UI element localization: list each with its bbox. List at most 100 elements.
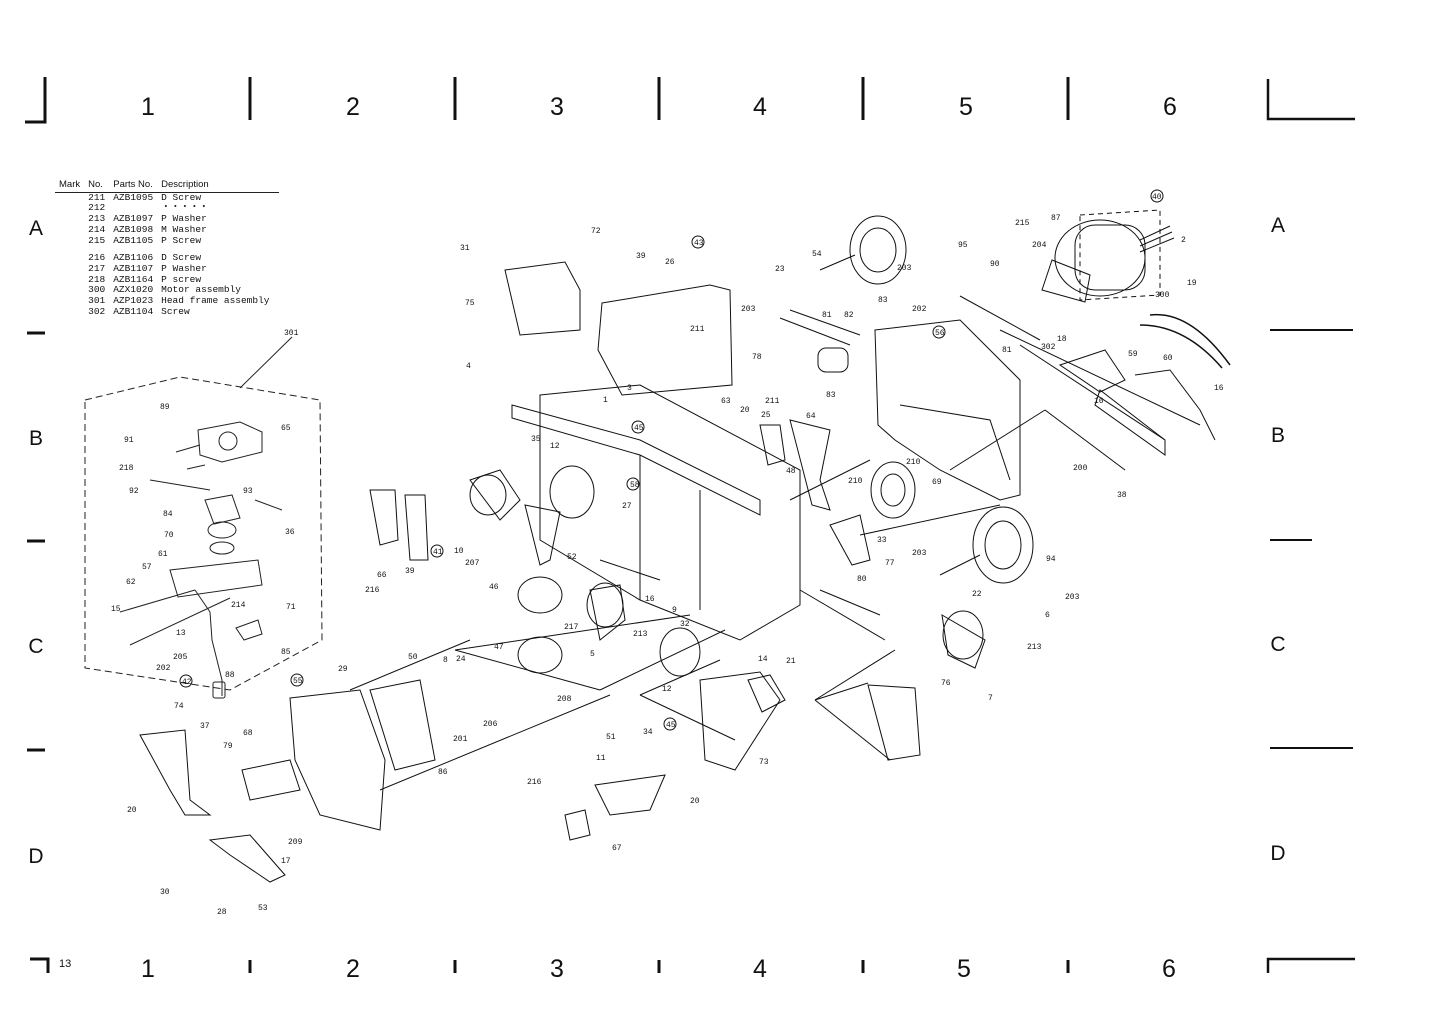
cell-no: 213 [88, 213, 106, 225]
callout-83: 83 [878, 296, 888, 305]
callout-55: 55 [293, 677, 303, 686]
callout-300: 300 [1155, 291, 1170, 300]
callout-208: 208 [557, 695, 572, 704]
callout-84: 84 [163, 510, 173, 519]
callout-200: 200 [1073, 464, 1088, 473]
callout-21: 21 [786, 657, 796, 666]
grid-col-5-top: 5 [959, 93, 973, 121]
callout-45: 45 [666, 721, 676, 730]
table-row: 216 AZB1106 D Screw [55, 253, 279, 264]
cell-parts-no: AZB1104 [113, 305, 154, 317]
page-number: 13 [59, 958, 72, 970]
cell-description: P Washer [161, 213, 207, 225]
grid-row-a-right: A [1270, 214, 1285, 237]
callout-11: 11 [596, 754, 606, 763]
part-callouts: 301 89 65 91 218 92 84 93 36 70 61 57 62… [111, 193, 1224, 917]
cell-no: 217 [88, 262, 106, 274]
callout-36: 36 [285, 528, 295, 537]
callout-26: 26 [665, 258, 675, 267]
callout-31: 31 [460, 244, 470, 253]
callout-70: 70 [164, 531, 174, 540]
callout-42: 42 [182, 678, 192, 687]
callout-302: 302 [1041, 343, 1056, 352]
callout-28: 28 [217, 908, 227, 917]
cell-no: 216 [88, 252, 106, 264]
grid-col-3-bottom: 3 [550, 955, 564, 983]
callout-61: 61 [158, 550, 168, 559]
cell-no: 302 [88, 305, 106, 317]
callout-213: 213 [633, 630, 648, 639]
callout-218: 218 [119, 464, 134, 473]
grid-col-4-top: 4 [753, 93, 767, 121]
callout-37: 37 [200, 722, 210, 731]
callout-216: 216 [527, 778, 542, 787]
cell-no: 214 [88, 223, 106, 235]
callout-27: 27 [622, 502, 632, 511]
cell-description: Motor assembly [161, 284, 241, 296]
callout-83: 83 [826, 391, 836, 400]
corner-mark-top-left [25, 77, 47, 124]
callout-211: 211 [765, 397, 780, 406]
callout-10: 10 [454, 547, 464, 556]
callout-56: 56 [935, 329, 945, 338]
grid-col-3-top: 3 [550, 93, 564, 121]
grid-col-4-bottom: 4 [753, 955, 767, 983]
callout-202: 202 [912, 305, 927, 314]
callout-16: 16 [1214, 384, 1224, 393]
cell-parts-no: AZB1098 [113, 223, 154, 235]
callout-5: 5 [590, 650, 595, 659]
grid-col-2-top: 2 [346, 93, 360, 121]
callout-51: 51 [606, 733, 616, 742]
cell-no: 215 [88, 234, 106, 246]
callout-92: 92 [129, 487, 139, 496]
grid-col-1-bottom: 1 [141, 955, 155, 983]
grid-row-c-right: C [1270, 633, 1286, 656]
callout-63: 63 [721, 397, 731, 406]
header-description: Description [157, 179, 279, 193]
table-row: 212・・・・・ [55, 203, 279, 214]
cell-description: D Screw [161, 252, 202, 264]
callout-62: 62 [126, 578, 136, 587]
callout-206: 206 [483, 720, 498, 729]
cell-description: P Screw [161, 234, 202, 246]
callout-2: 2 [1181, 236, 1186, 245]
corner-mark-bottom-left [30, 957, 50, 973]
callout-22: 22 [972, 590, 982, 599]
callout-74: 74 [174, 702, 184, 711]
callout-214: 214 [231, 601, 246, 610]
callout-34: 34 [643, 728, 653, 737]
cell-no: 218 [88, 273, 106, 285]
cell-description: Head frame assembly [161, 295, 270, 307]
corner-mark-top-right [1266, 79, 1355, 121]
callout-87: 87 [1051, 214, 1061, 223]
callout-43: 43 [694, 239, 704, 248]
grid-col-2-bottom: 2 [346, 955, 360, 983]
callout-19: 19 [1187, 279, 1197, 288]
callout-203: 203 [1065, 593, 1080, 602]
callout-82: 82 [844, 311, 854, 320]
callout-17: 17 [281, 857, 291, 866]
cell-description: D Screw [161, 191, 202, 203]
callout-75: 75 [465, 299, 475, 308]
callout-88: 88 [225, 671, 235, 680]
callout-93: 93 [243, 487, 253, 496]
cell-description: P Washer [161, 262, 207, 274]
head-frame-inset [84, 336, 323, 699]
callout-47: 47 [494, 643, 504, 652]
callout-213: 213 [1027, 643, 1042, 652]
cell-no: 300 [88, 284, 106, 296]
cell-parts-no: AZB1106 [113, 252, 154, 264]
callout-211: 211 [690, 325, 705, 334]
cell-no: 212 [88, 202, 106, 214]
cell-parts-no: AZP1023 [113, 295, 154, 307]
callout-59: 59 [1128, 350, 1138, 359]
callout-67: 67 [612, 844, 622, 853]
callout-12: 12 [662, 685, 672, 694]
callout-90: 90 [990, 260, 1000, 269]
